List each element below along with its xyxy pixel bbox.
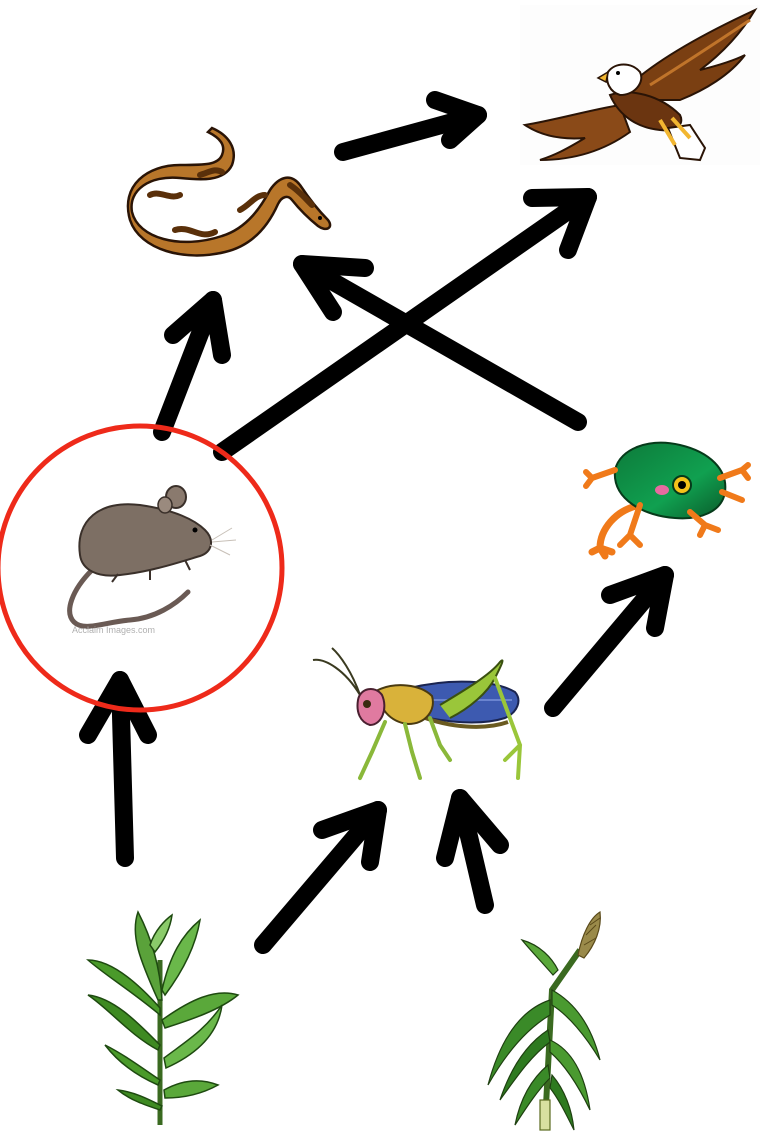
arrow-mouse-to-snake [162, 300, 222, 432]
arrow-wheat-to-grasshopper [445, 798, 500, 905]
mouse-icon: Acclaim Images.com [70, 486, 236, 635]
arrow-frog-to-snake [302, 264, 578, 422]
wheat-plant-icon [488, 912, 600, 1130]
eagle-icon [520, 5, 760, 165]
arrow-grass-to-grasshopper [263, 810, 378, 945]
grasshopper-icon [313, 648, 520, 778]
watermark-text: Acclaim Images.com [72, 625, 155, 635]
arrow-snake-to-eagle [343, 100, 478, 152]
frog-icon [586, 443, 748, 556]
snake-icon [128, 128, 330, 255]
arrow-grasshopper-to-frog [553, 575, 665, 708]
grass-plant-icon [88, 912, 238, 1125]
